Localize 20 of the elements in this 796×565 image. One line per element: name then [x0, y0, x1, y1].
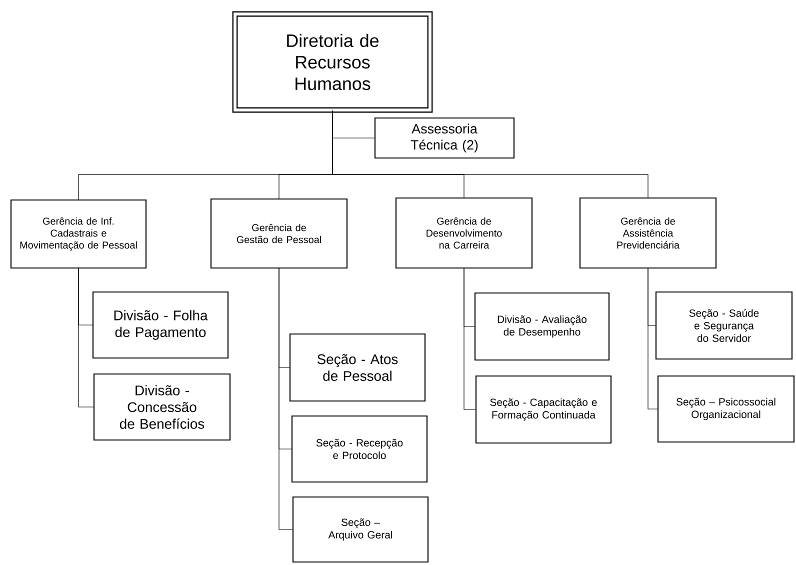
department-box: Gerência de Desenvolvimento na Carreira — [395, 197, 533, 269]
unit-box: Divisão - Folha de Pagamento — [92, 291, 229, 359]
connector-line — [78, 268, 94, 408]
connector-line — [648, 268, 658, 410]
unit-box: Seção - Saúde e Segurança do Servidor — [655, 291, 793, 360]
unit-box: Seção - Atos de Pessoal — [289, 333, 426, 402]
department-box: Gerência de Inf. Cadastrais e Movimentação de Pessoal — [10, 199, 147, 269]
unit-box: Seção - Capacitação e Formação Continuada — [475, 375, 612, 444]
unit-box: Divisão - Concessão de Benefícios — [93, 373, 231, 441]
director-box: Diretoria de Recursos Humanos — [232, 11, 433, 113]
connector-line — [278, 268, 293, 530]
advisory-box: Assessoria Técnica (2) — [374, 117, 515, 159]
unit-box: Seção – Psicossocial Organizacional — [657, 375, 795, 443]
connector-line — [332, 110, 648, 198]
connector-line — [464, 268, 476, 410]
unit-box: Seção - Recepção e Protocolo — [291, 415, 428, 483]
department-box: Gerência de Gestão de Pessoal — [210, 198, 348, 269]
unit-box: Seção – Arquivo Geral — [292, 496, 429, 563]
department-box: Gerência de Assistência Previdenciária — [579, 197, 717, 269]
unit-box: Divisão - Avaliação de Desempenho — [474, 292, 610, 361]
